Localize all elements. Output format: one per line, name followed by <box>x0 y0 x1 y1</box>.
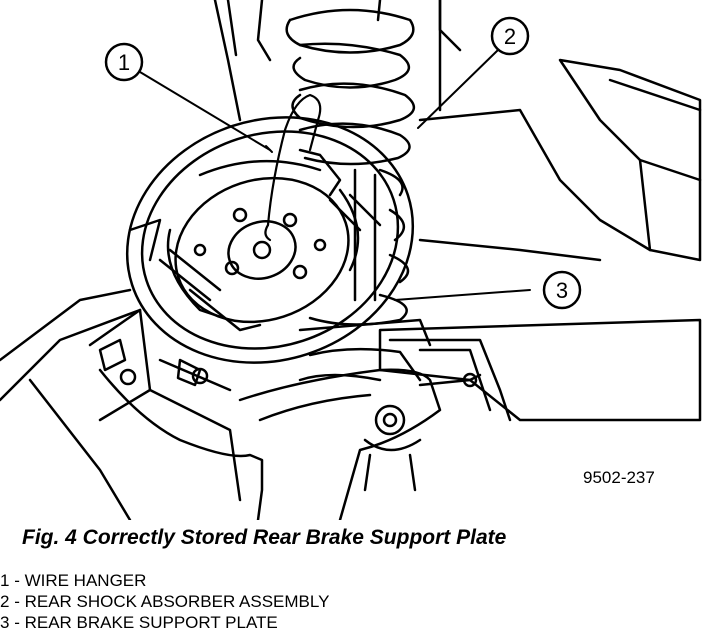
callout-3-number: 3 <box>556 278 568 303</box>
callout-1-number: 1 <box>118 50 130 75</box>
figure-id-label: 9502-237 <box>583 468 655 487</box>
legend: 1WIRE HANGER 2REAR SHOCK ABSORBER ASSEMB… <box>0 570 329 633</box>
vehicle-frame <box>0 0 702 520</box>
legend-item: 1WIRE HANGER <box>0 570 329 591</box>
legend-item: 2REAR SHOCK ABSORBER ASSEMBLY <box>0 591 329 612</box>
legend-item-number: 2 <box>0 592 25 611</box>
callout-2-number: 2 <box>504 24 516 49</box>
coil-spring-shock-absorber <box>285 0 442 326</box>
figure-caption: Fig. 4 Correctly Stored Rear Brake Suppo… <box>22 526 507 549</box>
strut-mount <box>238 318 442 520</box>
brake-cable <box>98 368 482 520</box>
callout-leaders <box>139 49 531 301</box>
legend-item-number: 3 <box>0 613 25 632</box>
callout-1: 1 <box>104 42 144 82</box>
wire-hanger <box>264 93 322 242</box>
legend-item: 3REAR BRAKE SUPPORT PLATE <box>0 612 329 633</box>
legend-item-number: 1 <box>0 571 25 590</box>
legend-item-text: REAR SHOCK ABSORBER ASSEMBLY <box>24 592 330 611</box>
brake-support-plate <box>98 116 415 387</box>
callout-2: 2 <box>490 16 530 56</box>
legend-item-text: WIRE HANGER <box>24 571 147 590</box>
brake-support-plate-illustration: 1 2 3 <box>0 0 702 520</box>
callout-3: 3 <box>542 270 582 310</box>
legend-item-text: REAR BRAKE SUPPORT PLATE <box>24 613 278 632</box>
